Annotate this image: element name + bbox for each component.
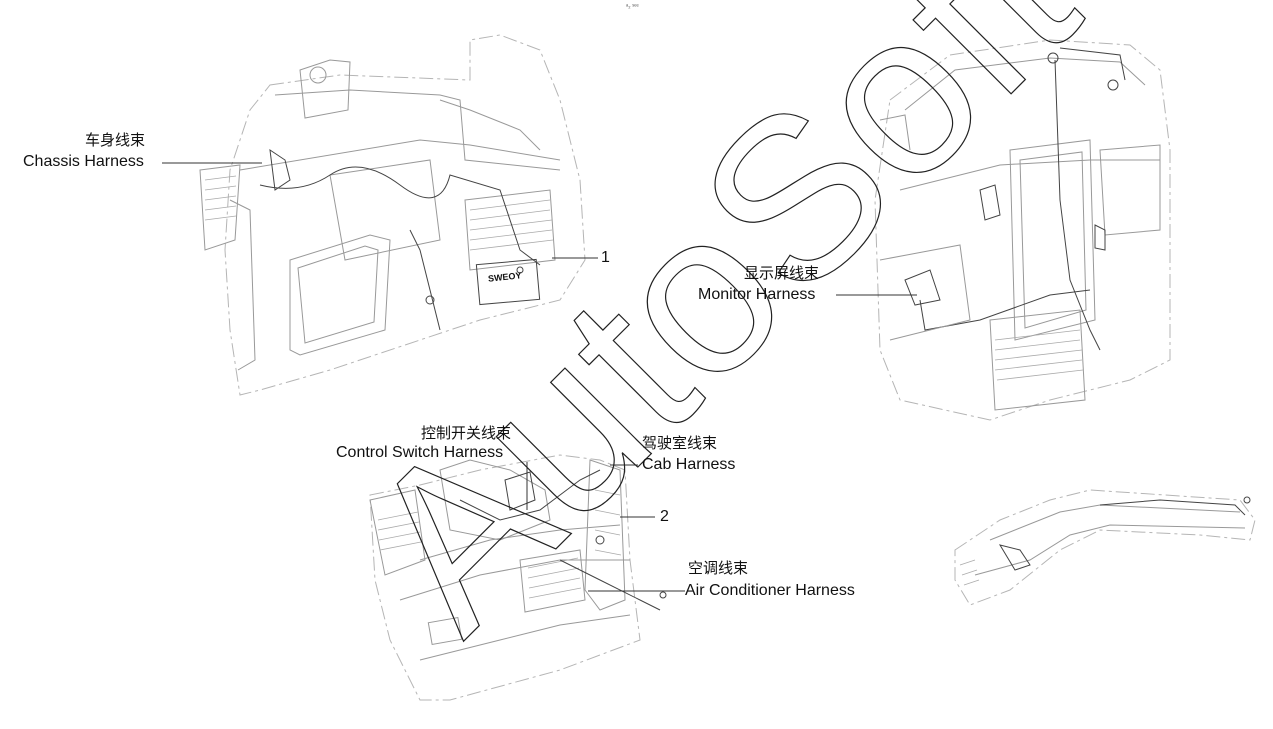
- drawing-boom: [954, 489, 1256, 606]
- leader-lines: [162, 162, 917, 592]
- ac-harness-en: Air Conditioner Harness: [685, 582, 855, 599]
- monitor-harness-cn: 显示屏线束: [744, 264, 820, 282]
- drawing-chassis-frame: [199, 34, 586, 396]
- monitor-harness-en: Monitor Harness: [698, 286, 816, 303]
- top-mark: ᵃ₂ ˢᵉᵉ: [626, 4, 639, 10]
- drawing-cab-floor: [369, 454, 667, 701]
- control-switch-harness-en: Control Switch Harness: [336, 444, 504, 461]
- drawing-monitor-cab: [874, 39, 1171, 421]
- chassis-harness-en: Chassis Harness: [23, 153, 144, 170]
- cab-harness-en: Cab Harness: [642, 456, 736, 473]
- callout-2: 2: [660, 508, 669, 525]
- callout-1: 1: [601, 249, 610, 266]
- control-switch-harness-cn: 控制开关线束: [421, 424, 512, 442]
- chassis-harness-cn: 车身线束: [85, 131, 146, 149]
- ac-harness-cn: 空调线束: [688, 559, 749, 577]
- cab-harness-cn: 驾驶室线束: [642, 434, 718, 452]
